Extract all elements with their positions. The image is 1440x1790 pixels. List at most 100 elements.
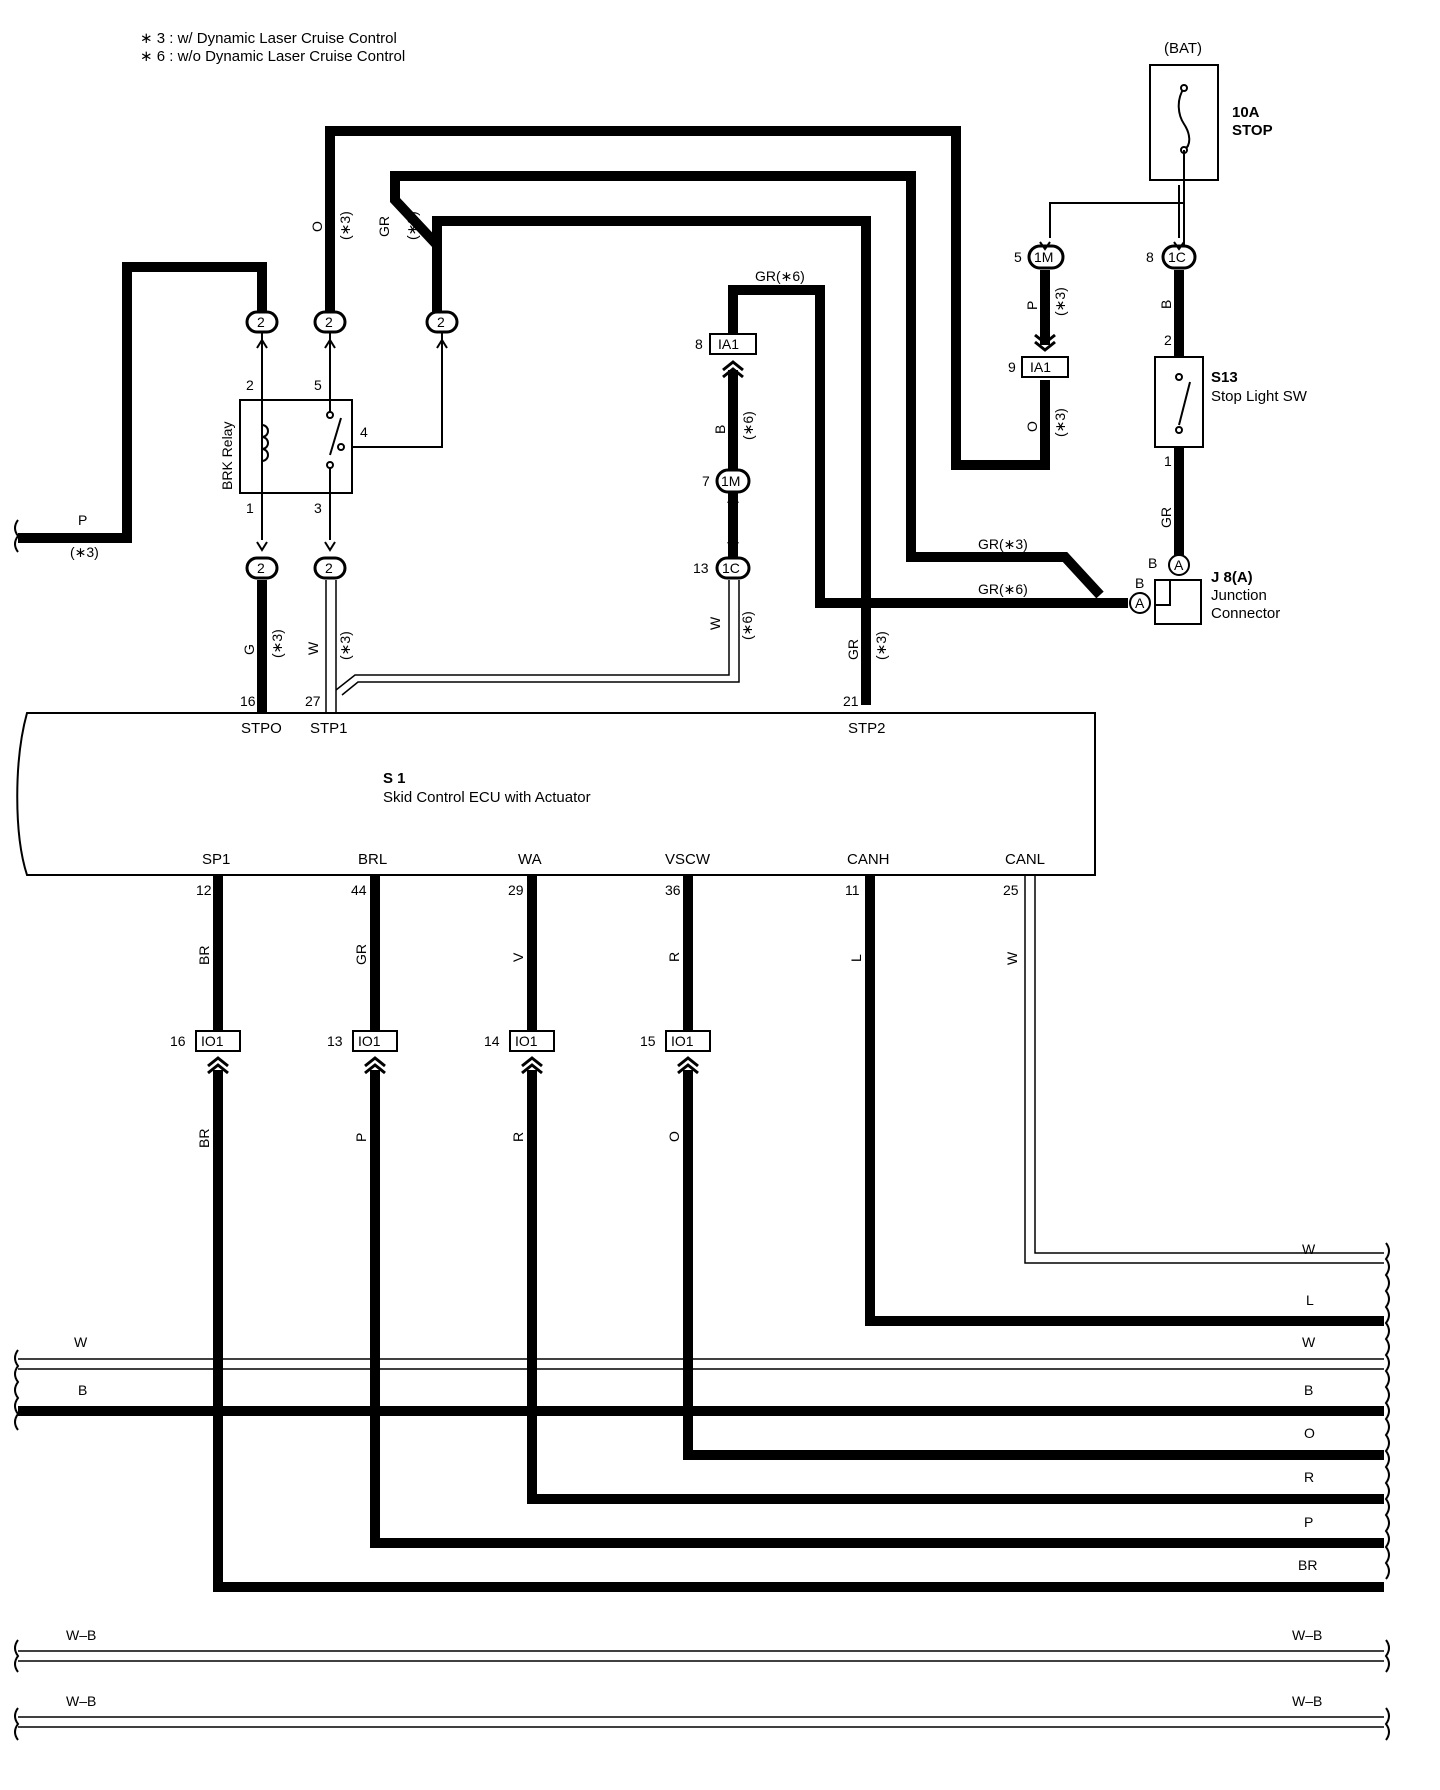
wire-label-r-vscw: R bbox=[666, 952, 682, 962]
right-label-w-1: W bbox=[1302, 1241, 1316, 1257]
relay-name: BRK Relay bbox=[219, 422, 235, 490]
label-gr3-mid: GR(∗3) bbox=[978, 536, 1028, 552]
wire-gr3-outer bbox=[390, 171, 1104, 599]
io1-pin-13: 13 bbox=[327, 1033, 343, 1049]
battery-label: (BAT) bbox=[1164, 40, 1202, 57]
ecu-name: Skid Control ECU with Actuator bbox=[383, 789, 591, 806]
wire-l-canh bbox=[865, 873, 1384, 1326]
terminal-stp1: STP1 bbox=[310, 720, 348, 737]
pin-25: 25 bbox=[1003, 882, 1019, 898]
wire-gr-inner bbox=[432, 216, 871, 705]
pin-7: 7 bbox=[702, 473, 710, 489]
double-wires bbox=[18, 580, 1384, 1728]
ecu-id: S 1 bbox=[383, 770, 406, 787]
wire-o-bottom bbox=[683, 1070, 1384, 1460]
pin-9-right: 9 bbox=[1008, 359, 1016, 375]
label-note3-left: (∗3) bbox=[70, 544, 99, 560]
fuse-element bbox=[1177, 87, 1191, 151]
right-label-r: R bbox=[1304, 1469, 1314, 1485]
junction-pin-a-left bbox=[1129, 592, 1151, 614]
s13-pin-2: 2 bbox=[1164, 332, 1172, 348]
right-label-b: B bbox=[1304, 1382, 1313, 1398]
io1-pin-15: 15 bbox=[640, 1033, 656, 1049]
pin-8-right: 8 bbox=[1146, 249, 1154, 265]
1m-connector-mid: 1M bbox=[721, 473, 740, 489]
junction-pin-b-top: B bbox=[1148, 555, 1157, 571]
io1-connector-4: IO1 bbox=[671, 1033, 694, 1049]
edge-breaks bbox=[14, 519, 1390, 1741]
junction-pin-b-left: B bbox=[1135, 575, 1144, 591]
1c-connector-right: 1C bbox=[1168, 249, 1186, 265]
left-label-b: B bbox=[78, 1382, 87, 1398]
pin-12: 12 bbox=[196, 882, 212, 898]
terminal-brl: BRL bbox=[358, 851, 387, 868]
label-note3-stp1: (∗3) bbox=[337, 631, 353, 660]
pin-36: 36 bbox=[665, 882, 681, 898]
right-label-p: P bbox=[1304, 1514, 1313, 1530]
label-note3-p: (∗3) bbox=[1052, 287, 1068, 316]
label-gr6-mid: GR(∗6) bbox=[978, 581, 1028, 597]
label-b-s13: B bbox=[1158, 300, 1174, 309]
wire-label-br-top: BR bbox=[196, 946, 212, 965]
label-note3-o-right: (∗3) bbox=[1052, 408, 1068, 437]
label-note3-stp2: (∗3) bbox=[873, 631, 889, 660]
legend-note-6: ∗ 6 : w/o Dynamic Laser Cruise Control bbox=[140, 48, 405, 65]
wire-r-bottom bbox=[527, 1070, 1384, 1504]
1m-connector-right: 1M bbox=[1034, 249, 1053, 265]
io1-connector-1: IO1 bbox=[201, 1033, 224, 1049]
junction-id: J 8(A) bbox=[1211, 569, 1253, 586]
right-label-wb-2: W–B bbox=[1292, 1693, 1322, 1709]
wire-relay-pin4 bbox=[352, 322, 443, 448]
junction-pin-a-top-label: A bbox=[1174, 557, 1184, 573]
relay-pin-1: 1 bbox=[246, 500, 254, 516]
relay-pin-5: 5 bbox=[314, 377, 322, 393]
terminal-vscw: VSCW bbox=[665, 851, 711, 868]
fuse-name: STOP bbox=[1232, 122, 1273, 139]
label-o-right: O bbox=[1024, 421, 1040, 432]
middle-connectors: IA1 8 1M 7 1C 13 bbox=[693, 333, 757, 580]
left-label-wb-2: W–B bbox=[66, 1693, 96, 1709]
label-note3-gr: (∗3) bbox=[404, 211, 420, 240]
label-note3-o: (∗3) bbox=[337, 211, 353, 240]
connectors-2: 2 2 2 2 2 bbox=[245, 310, 459, 580]
right-connectors: 1M 5 IA1 9 1C 8 bbox=[1008, 241, 1197, 378]
terminal-stp2: STP2 bbox=[848, 720, 886, 737]
wire-label-o-low: O bbox=[666, 1131, 682, 1142]
pin-44: 44 bbox=[351, 882, 367, 898]
label-gr6-top: GR(∗6) bbox=[755, 268, 805, 284]
pin-8-mid: 8 bbox=[695, 336, 703, 352]
pin-21: 21 bbox=[843, 693, 859, 709]
io1-connector-2: IO1 bbox=[358, 1033, 381, 1049]
legend-note-3: ∗ 3 : w/ Dynamic Laser Cruise Control bbox=[140, 30, 397, 47]
wire-gr6 bbox=[728, 285, 1128, 608]
left-label-w: W bbox=[74, 1334, 88, 1350]
ecu-box bbox=[16, 712, 1096, 876]
connector-2-a: 2 bbox=[257, 314, 265, 330]
stop-switch-icon bbox=[1175, 373, 1191, 434]
label-gr-stp2: GR bbox=[845, 639, 861, 660]
terminal-sp1: SP1 bbox=[202, 851, 230, 868]
relay-pin-2: 2 bbox=[246, 377, 254, 393]
label-note6-b: (∗6) bbox=[740, 411, 756, 440]
relay-coil-icon bbox=[261, 400, 345, 493]
thick-wires bbox=[18, 126, 1384, 1592]
pin-13-mid: 13 bbox=[693, 560, 709, 576]
terminal-canl: CANL bbox=[1005, 851, 1045, 868]
io1-connectors: IO1 16 IO1 13 IO1 14 IO1 15 bbox=[170, 1030, 711, 1075]
wire-label-l: L bbox=[848, 954, 864, 962]
label-note6-w: (∗6) bbox=[739, 611, 755, 640]
ia1-connector-right: IA1 bbox=[1030, 359, 1051, 375]
wire-label-br-low: BR bbox=[196, 1129, 212, 1148]
label-w-1c: W bbox=[707, 616, 723, 630]
io1-pin-14: 14 bbox=[484, 1033, 500, 1049]
wire-label-gr-brl: GR bbox=[353, 944, 369, 965]
terminal-wa: WA bbox=[518, 851, 542, 868]
terminal-stpo: STPO bbox=[241, 720, 282, 737]
label-p-right: P bbox=[1024, 301, 1040, 310]
left-label-wb-1: W–B bbox=[66, 1627, 96, 1643]
junction-name-2: Connector bbox=[1211, 605, 1280, 622]
wire-label-p-low: P bbox=[353, 1133, 369, 1142]
pin-16: 16 bbox=[240, 693, 256, 709]
s13-name: Stop Light SW bbox=[1211, 388, 1308, 405]
